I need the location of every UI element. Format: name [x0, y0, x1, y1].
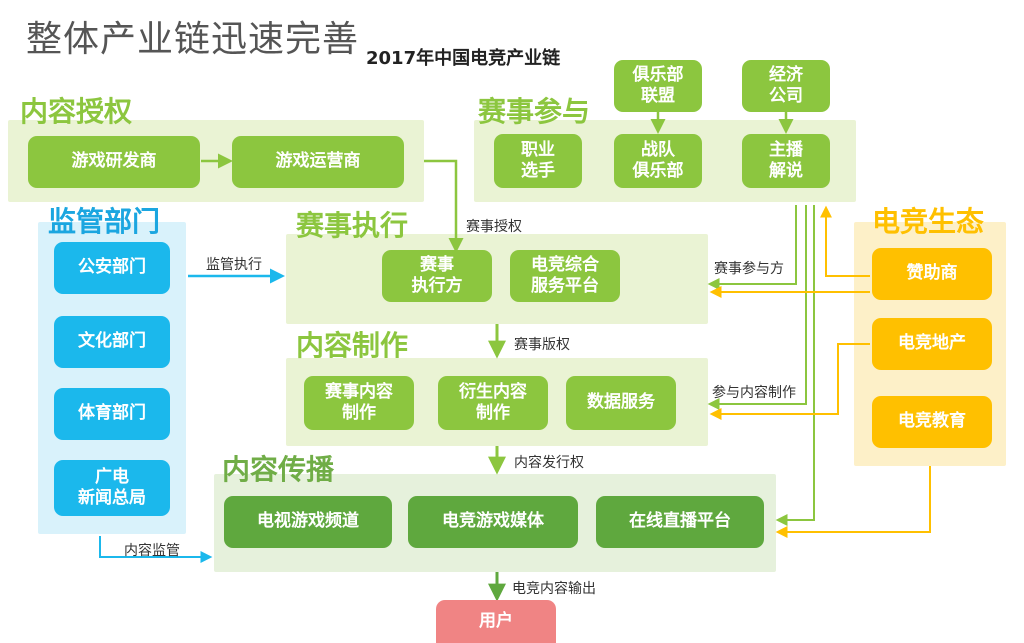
- game-developer-node: 游戏研发商: [28, 136, 200, 188]
- team-club-node: 战队 俱乐部: [614, 134, 702, 188]
- participation-to-live-arrow: [775, 205, 815, 526]
- event-participation-label: 赛事参与: [478, 95, 591, 128]
- tv-channel-node: 电视游戏频道: [224, 496, 392, 548]
- distribution-right-label: 内容发行权: [514, 455, 584, 471]
- diagram-subtitle: 2017年中国电竞产业链: [366, 48, 561, 69]
- public-security-node: 公安部门: [54, 242, 170, 294]
- page-title: 整体产业链迅速完善: [26, 19, 360, 60]
- event-content-node: 赛事内容 制作: [304, 376, 414, 430]
- esports-realestate-node: 电竞地产: [872, 318, 992, 370]
- ecosystem-label: 电竞生态: [872, 205, 985, 238]
- content-license-label: 内容授权: [20, 95, 133, 128]
- service-platform-node: 电竞综合 服务平台: [510, 250, 620, 302]
- event-copyright-label: 赛事版权: [514, 337, 570, 353]
- data-service-node: 数据服务: [566, 376, 676, 430]
- sponsor-to-participation-arrow: [820, 205, 870, 277]
- club-league-node: 俱乐部 联盟: [614, 60, 702, 112]
- participants-arrow: [707, 205, 797, 290]
- esports-media-node: 电竞游戏媒体: [408, 496, 578, 548]
- streamer-caster-node: 主播 解说: [742, 134, 830, 188]
- sarft-node: 广电 新闻总局: [54, 460, 170, 516]
- regulation-label: 监管部门: [48, 205, 161, 238]
- supervision-label: 监管执行: [206, 257, 262, 273]
- user-node: 用户: [436, 600, 556, 643]
- derivative-content-node: 衍生内容 制作: [438, 376, 548, 430]
- event-execution-region: [286, 234, 708, 324]
- culture-dept-node: 文化部门: [54, 316, 170, 368]
- content-making-label: 参与内容制作: [712, 385, 796, 401]
- sponsor-node: 赞助商: [872, 248, 992, 300]
- output-label: 电竞内容输出: [512, 581, 596, 597]
- education-to-distribution-arrow: [775, 466, 931, 538]
- sports-dept-node: 体育部门: [54, 388, 170, 440]
- event-execution-label: 赛事执行: [296, 209, 409, 242]
- participants-label: 赛事参与方: [714, 261, 784, 277]
- content-distribution-label: 内容传播: [222, 453, 335, 486]
- esports-education-node: 电竞教育: [872, 396, 992, 448]
- realestate-to-production-arrow: [709, 343, 870, 420]
- event-license-arrow: [424, 159, 464, 253]
- content-making-arrow: [707, 205, 807, 410]
- pro-player-node: 职业 选手: [494, 134, 582, 188]
- content-supervision-label: 内容监管: [124, 543, 180, 559]
- event-license-label: 赛事授权: [466, 219, 522, 235]
- event-executor-node: 赛事 执行方: [382, 250, 492, 302]
- agency-company-node: 经济 公司: [742, 60, 830, 112]
- live-platform-node: 在线直播平台: [596, 496, 764, 548]
- game-operator-node: 游戏运营商: [232, 136, 404, 188]
- content-supervision-arrow: [99, 536, 213, 563]
- content-production-label: 内容制作: [296, 329, 409, 362]
